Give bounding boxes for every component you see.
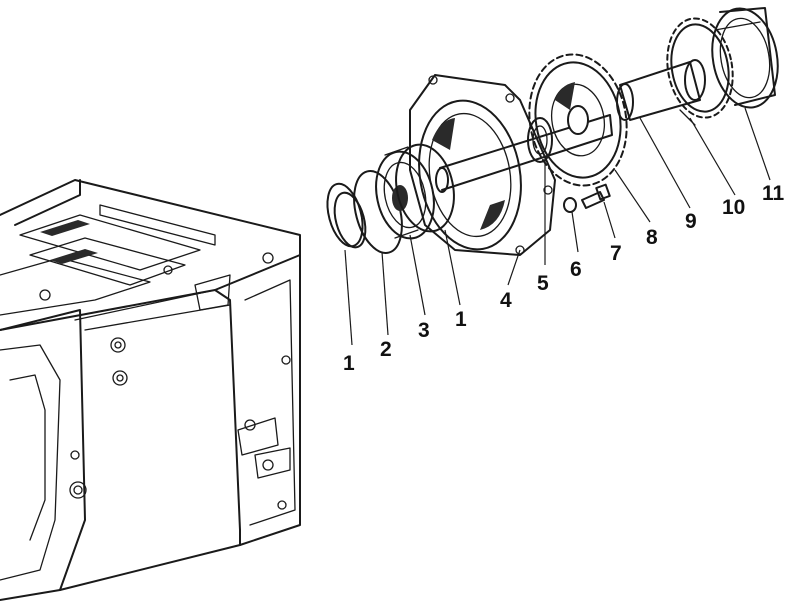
callout-11: 11 bbox=[762, 182, 785, 205]
callout-10: 10 bbox=[722, 196, 745, 219]
callout-8: 8 bbox=[646, 226, 658, 249]
callout-labels: 1 2 3 1 4 5 6 7 8 9 10 11 bbox=[343, 182, 785, 375]
callout-5: 5 bbox=[537, 272, 549, 295]
washer-6 bbox=[563, 197, 577, 213]
drum-11 bbox=[711, 7, 779, 109]
shaft-9 bbox=[616, 59, 706, 121]
bearing-3 bbox=[375, 143, 455, 240]
gear-8 bbox=[528, 53, 628, 187]
callout-4: 4 bbox=[500, 289, 512, 312]
cover-housing-4 bbox=[409, 74, 613, 256]
callout-7: 7 bbox=[610, 242, 622, 265]
callout-1b: 1 bbox=[455, 308, 467, 331]
bolt-7 bbox=[581, 183, 611, 209]
gearbox-housing bbox=[0, 179, 301, 601]
callout-6: 6 bbox=[570, 258, 582, 281]
snap-ring-1 bbox=[326, 182, 367, 249]
callout-9: 9 bbox=[685, 210, 697, 233]
callout-3: 3 bbox=[418, 319, 430, 342]
callout-1a: 1 bbox=[343, 352, 355, 375]
callout-2: 2 bbox=[380, 338, 392, 361]
leader-lines bbox=[344, 107, 771, 346]
